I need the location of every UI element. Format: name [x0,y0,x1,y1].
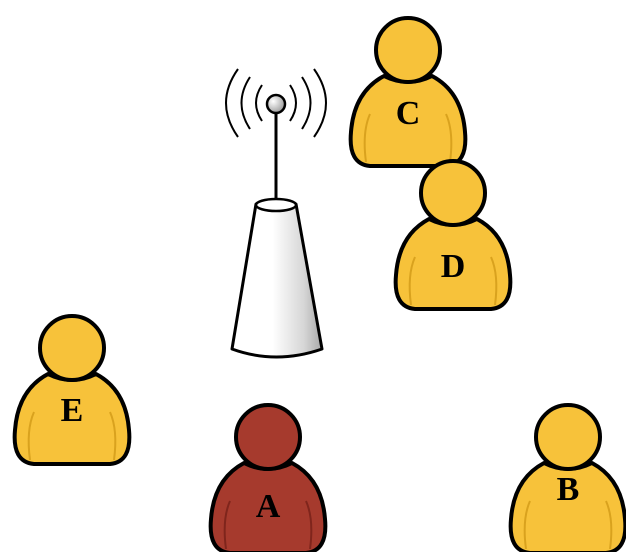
person-fold-lines [27,411,117,461]
person-fold-lines [523,500,613,550]
person-head [534,403,602,471]
person-head [38,314,106,382]
person-head [419,159,487,227]
person-head [374,16,442,84]
person-head [234,403,302,471]
user-label-b: B [557,471,580,508]
user-label-c: C [396,95,421,132]
person-fold-lines [408,256,498,306]
person-icon-c: C [348,16,468,168]
users-layer: C D E A B [12,16,626,552]
user-label-e: E [61,392,84,429]
wireless-tower-icon [225,68,327,359]
person-fold-lines [363,113,453,163]
person-icon-d: D [393,159,513,311]
person-icon-e: E [12,314,132,466]
user-label-a: A [256,488,281,525]
person-icon-b: B [508,403,626,552]
user-label-d: D [441,248,466,285]
person-icon-a: A [208,403,328,552]
person-fold-lines [223,500,313,550]
